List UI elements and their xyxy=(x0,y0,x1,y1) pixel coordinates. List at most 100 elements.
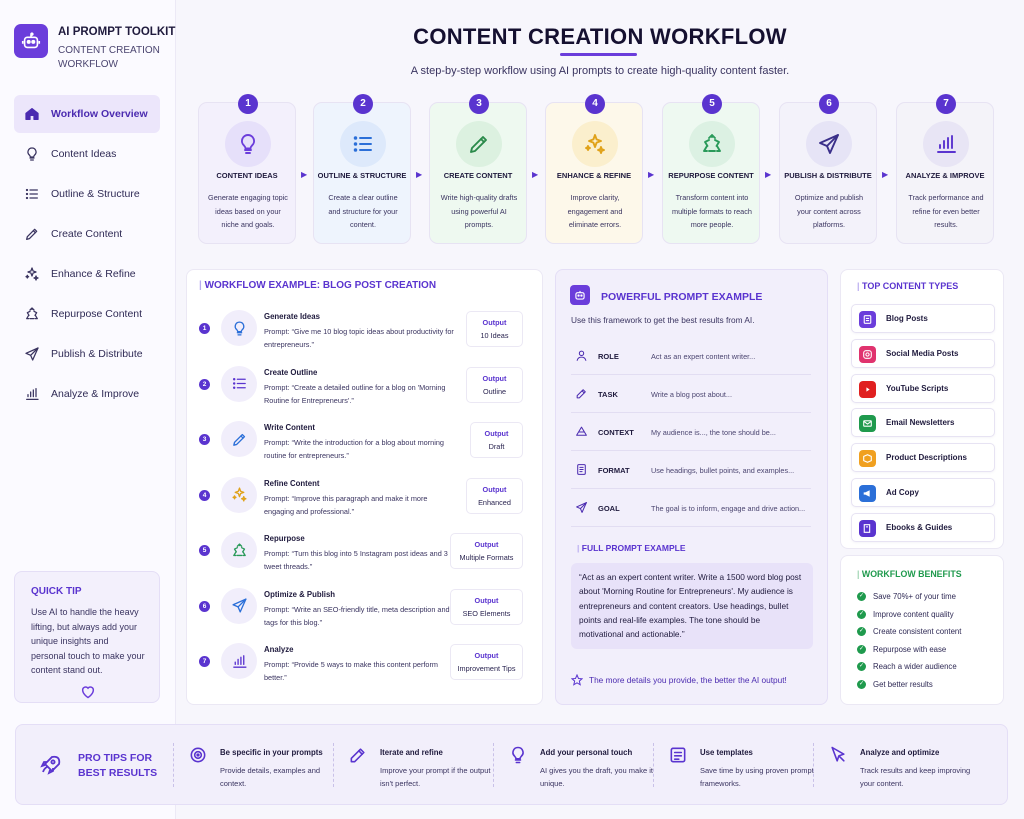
framework-value: Use headings, bullet points, and example… xyxy=(651,466,795,475)
row-title: Analyze xyxy=(264,645,294,654)
chevron-right-icon: ▶ xyxy=(882,170,889,179)
sidebar-item-analyze-improve[interactable]: Analyze & Improve xyxy=(14,375,160,413)
pro-tip-title: Analyze and optimize xyxy=(860,748,940,757)
output-value: Enhanced xyxy=(478,497,511,507)
step-number: 3 xyxy=(469,94,489,114)
content-type-label: Email Newsletters xyxy=(886,418,955,428)
framework-key: ROLE xyxy=(598,352,619,361)
content-type-item[interactable]: Ad Copy xyxy=(851,478,995,507)
sidebar-item-repurpose-content[interactable]: Repurpose Content xyxy=(14,295,160,333)
sidebar-item-label: Repurpose Content xyxy=(51,308,143,320)
step-title: REPURPOSE CONTENT xyxy=(668,171,754,180)
page-subtitle: A step-by-step workflow using AI prompts… xyxy=(410,65,790,77)
step-number: 6 xyxy=(819,94,839,114)
output-value: Draft xyxy=(488,442,505,451)
powerful-prompt-title: POWERFUL PROMPT EXAMPLE xyxy=(601,291,763,303)
benefit-label: Repurpose with ease xyxy=(873,644,947,654)
pro-tip-title: Iterate and refine xyxy=(380,748,443,757)
benefit-label: Reach a wider audience xyxy=(873,662,957,672)
megaphone-icon xyxy=(859,485,876,502)
row-prompt: Prompt: “Create a detailed outline for a… xyxy=(264,382,446,405)
benefit-label: Get better results xyxy=(873,680,933,689)
blog-icon xyxy=(859,311,876,328)
output-value: Outline xyxy=(482,386,507,396)
powerful-prompt-footer: The more details you provide, the better… xyxy=(589,675,787,685)
sidebar-item-publish-distribute[interactable]: Publish & Distribute xyxy=(14,335,160,373)
check-icon: ✓ xyxy=(857,609,866,619)
sparkle-icon xyxy=(572,121,618,167)
check-icon: ✓ xyxy=(857,627,866,637)
content-type-label: Ebooks & Guides xyxy=(886,522,953,532)
sidebar-item-create-content[interactable]: Create Content xyxy=(14,215,160,253)
row-number: 7 xyxy=(199,656,210,667)
step-description: Transform content into multiple formats … xyxy=(672,193,752,229)
template-icon xyxy=(668,745,690,767)
benefit-item: ✓Improve content quality xyxy=(857,609,954,619)
content-type-item[interactable]: Social Media Posts xyxy=(851,338,995,368)
quick-tip-title: QUICK TIP xyxy=(31,586,82,597)
row-title: Repurpose xyxy=(264,534,305,543)
sidebar-item-content-ideas[interactable]: Content Ideas xyxy=(14,135,160,173)
chevron-right-icon: ▶ xyxy=(765,170,772,179)
content-type-label: Social Media Posts xyxy=(886,348,959,358)
step-number: 1 xyxy=(238,94,258,114)
row-number: 2 xyxy=(199,378,210,390)
content-type-item[interactable]: Email Newsletters xyxy=(851,408,995,438)
list-icon xyxy=(24,186,51,202)
full-prompt-title: | FULL PROMPT EXAMPLE xyxy=(577,543,686,553)
check-icon: ✓ xyxy=(857,680,866,689)
send-icon xyxy=(221,587,257,624)
framework-value: My audience is..., the tone should be... xyxy=(651,428,776,437)
content-type-item[interactable]: YouTube Scripts xyxy=(851,373,995,403)
lightbulb-icon xyxy=(221,310,257,346)
workflow-benefits-title: | WORKFLOW BENEFITS xyxy=(857,569,962,579)
benefit-item: ✓Repurpose with ease xyxy=(857,644,947,654)
pro-tip-desc: Track results and keep improving your co… xyxy=(860,766,971,788)
benefit-label: Save 70%+ of your time xyxy=(873,592,956,601)
content-type-item[interactable]: Blog Posts xyxy=(851,304,995,333)
row-prompt: Prompt: “Write the introduction for a bl… xyxy=(264,438,444,460)
divider xyxy=(813,743,814,787)
output-value: SEO Elements xyxy=(462,608,511,618)
row-prompt: Prompt: “Improve this paragraph and make… xyxy=(264,493,428,516)
row-number: 6 xyxy=(199,600,210,612)
row-title: Refine Content xyxy=(264,478,320,488)
step-description: Optimize and publish your content across… xyxy=(794,193,864,229)
pro-tip-desc: Improve your prompt if the output isn't … xyxy=(380,766,491,788)
sidebar-item-workflow-overview[interactable]: Workflow Overview xyxy=(14,95,160,133)
content-type-item[interactable]: Ebooks & Guides xyxy=(851,512,995,542)
email-icon xyxy=(859,415,876,433)
row-prompt: Prompt: “Provide 5 ways to make this con… xyxy=(264,660,438,682)
workflow-benefits-panel: | WORKFLOW BENEFITS ✓ Save 70%+ of your t… xyxy=(840,555,1004,705)
benefit-label: Create consistent content xyxy=(873,627,962,637)
content-type-label: Blog Posts xyxy=(886,314,928,323)
send-icon xyxy=(24,346,51,362)
step-title: OUTLINE & STRUCTURE xyxy=(317,171,407,180)
heart-icon[interactable] xyxy=(80,684,96,704)
divider xyxy=(653,743,654,787)
recycle-icon xyxy=(221,532,257,568)
top-content-types-title: | TOP CONTENT TYPES xyxy=(857,281,959,291)
sidebar-item-outline-structure[interactable]: Outline & Structure xyxy=(14,175,160,213)
content-type-item[interactable]: Product Descriptions xyxy=(851,443,995,473)
sidebar-item-enhance-refine[interactable]: Enhance & Refine xyxy=(14,255,160,293)
